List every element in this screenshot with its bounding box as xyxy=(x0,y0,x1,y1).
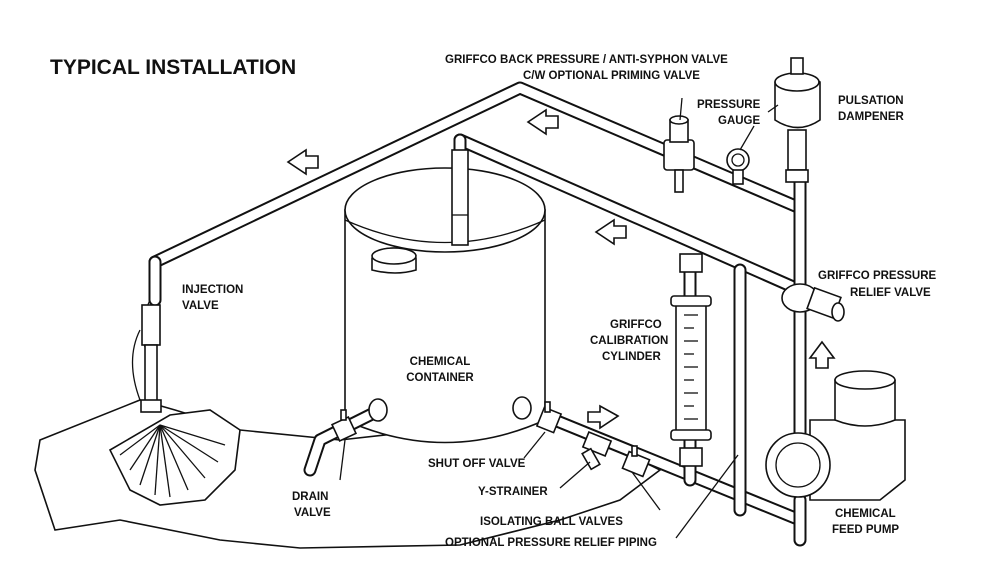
label-calibration-3: CYLINDER xyxy=(602,351,661,363)
back-pressure-valve xyxy=(663,115,695,193)
pressure-relief-valve xyxy=(781,283,845,322)
flow-arrow-2 xyxy=(526,108,559,136)
label-relief-1: GRIFFCO PRESSURE xyxy=(818,270,937,282)
chemical-container-label: CHEMICAL CONTAINER xyxy=(406,356,474,384)
label-isolating: ISOLATING BALL VALVES xyxy=(480,516,623,528)
injection-valve xyxy=(131,299,162,413)
label-calibration-2: CALIBRATION xyxy=(590,335,668,347)
label-pressure-gauge-1: PRESSURE xyxy=(697,99,761,111)
label-feed-pump-2: FEED PUMP xyxy=(832,524,899,536)
label-pulsation-2: DAMPENER xyxy=(838,111,905,123)
label-pulsation-1: PULSATION xyxy=(838,95,904,107)
label-back-pressure-1: GRIFFCO BACK PRESSURE / ANTI-SYPHON VALV… xyxy=(445,54,728,66)
flow-arrow-1 xyxy=(286,148,319,176)
label-ystrainer: Y-STRAINER xyxy=(478,486,548,498)
label-relief-2: RELIEF VALVE xyxy=(850,287,931,299)
flow-arrow-5 xyxy=(808,340,836,369)
isolating-ball-valve-1 xyxy=(621,445,651,478)
chemical-feed-pump xyxy=(765,370,906,501)
label-shutoff: SHUT OFF VALVE xyxy=(428,458,526,470)
flow-arrow-4 xyxy=(587,404,620,430)
label-chemical-container-2: CONTAINER xyxy=(406,372,474,384)
isolating-ball-valve-2 xyxy=(679,253,703,467)
label-optional-relief: OPTIONAL PRESSURE RELIEF PIPING xyxy=(445,537,657,549)
label-drain-2: VALVE xyxy=(294,507,331,519)
y-strainer xyxy=(581,431,613,471)
injection-point xyxy=(108,409,241,506)
pressure-gauge xyxy=(726,148,750,185)
label-drain-1: DRAIN xyxy=(292,491,328,503)
shut-off-valve xyxy=(512,396,563,434)
diagram-title: TYPICAL INSTALLATION xyxy=(50,56,296,79)
flow-arrows xyxy=(286,108,836,430)
flow-arrow-3 xyxy=(594,218,627,246)
label-back-pressure-2: C/W OPTIONAL PRIMING VALVE xyxy=(523,70,700,82)
leader-lines xyxy=(339,97,779,539)
label-calibration-1: GRIFFCO xyxy=(610,319,662,331)
label-feed-pump-1: CHEMICAL xyxy=(835,508,896,520)
label-chemical-container-1: CHEMICAL xyxy=(410,356,471,368)
drain-valve xyxy=(303,398,388,477)
label-pressure-gauge-2: GAUGE xyxy=(718,115,761,127)
label-injection-2: VALVE xyxy=(182,300,219,312)
pulsation-dampener xyxy=(774,57,821,183)
calibration-cylinder xyxy=(670,295,712,441)
label-injection-1: INJECTION xyxy=(182,284,243,296)
chemical-container xyxy=(344,149,546,444)
